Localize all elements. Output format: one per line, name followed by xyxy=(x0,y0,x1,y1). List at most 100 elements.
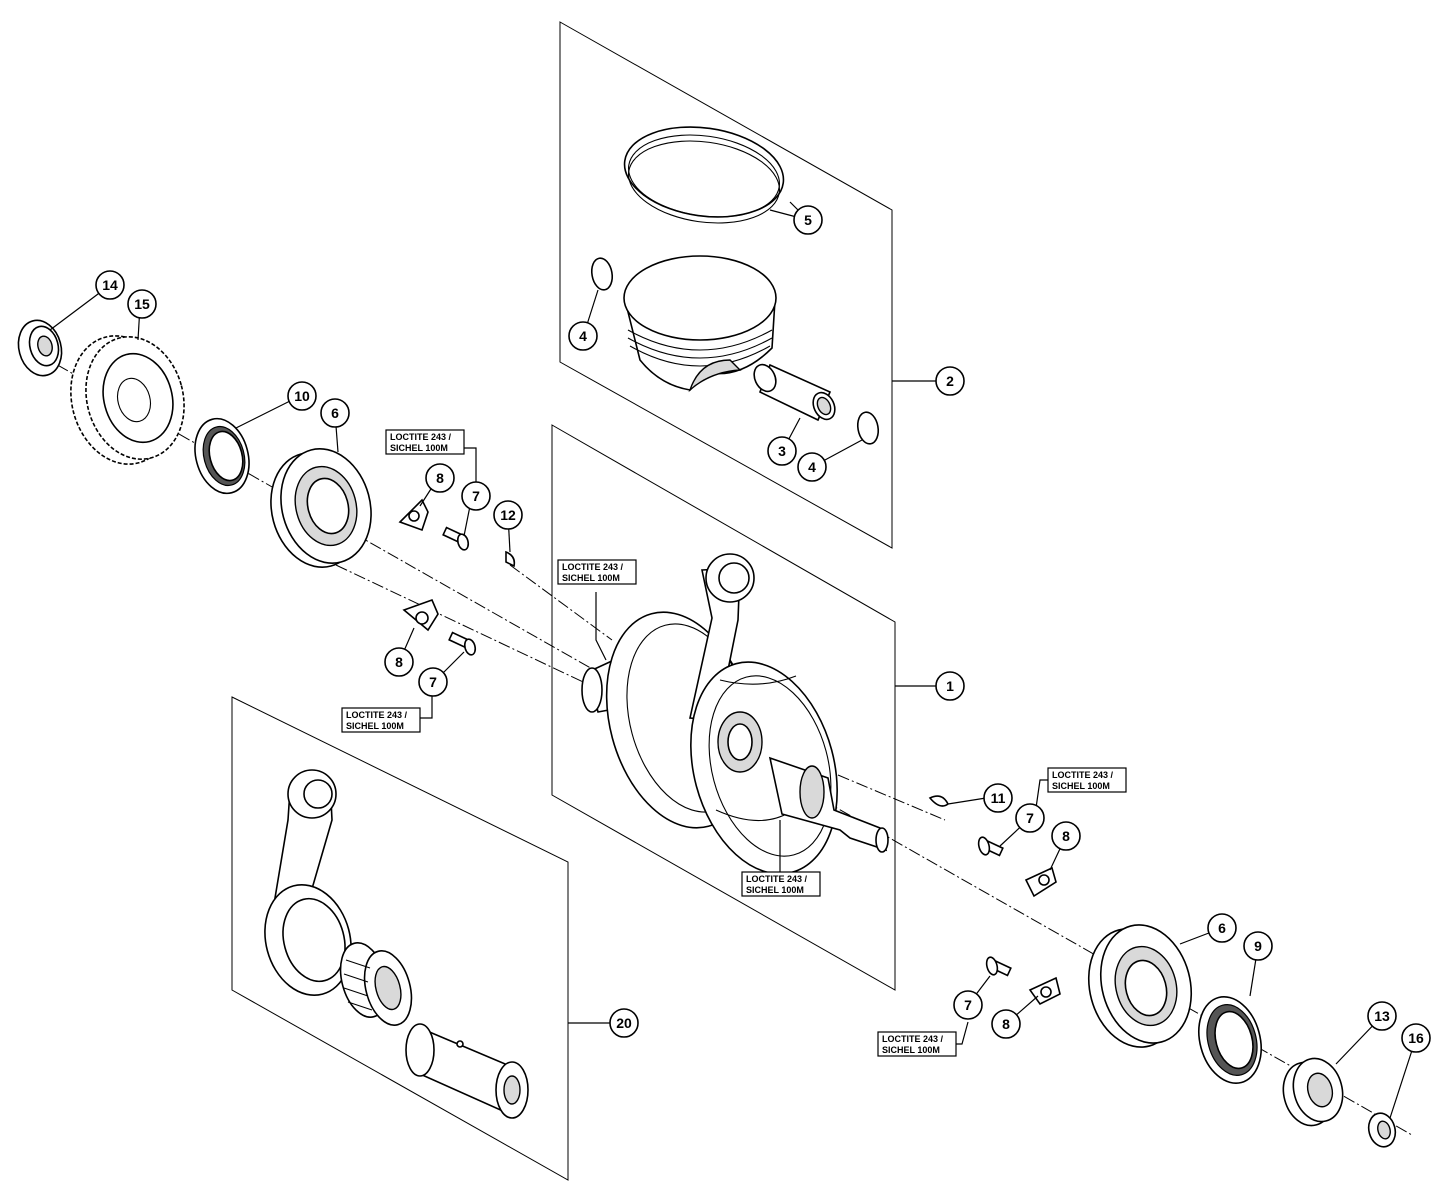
callout-4-lower: 4 xyxy=(797,452,827,482)
loctite-note-right-lower: LOCTITE 243 / SICHEL 100M xyxy=(877,1031,957,1057)
nut-13-part xyxy=(1282,1057,1344,1127)
lock-plate-8-upper-part xyxy=(398,498,429,532)
svg-text:1: 1 xyxy=(946,678,954,694)
callout-14: 14 xyxy=(95,270,125,300)
nut-16-part xyxy=(1367,1112,1397,1148)
callout-15: 15 xyxy=(127,289,157,319)
right-key-axis-line xyxy=(837,774,946,821)
svg-text:10: 10 xyxy=(294,388,310,404)
callout-7-right-upper: 7 xyxy=(1015,803,1045,833)
callout-7-lower-left: 7 xyxy=(418,667,448,697)
loctite-note-crank-left: LOCTITE 243 / SICHEL 100M xyxy=(557,559,637,585)
callout-12: 12 xyxy=(493,500,523,530)
svg-text:8: 8 xyxy=(395,654,403,670)
piston-part xyxy=(623,255,777,393)
svg-text:7: 7 xyxy=(964,997,972,1013)
screw-7-right-upper-part xyxy=(977,836,1004,857)
svg-text:8: 8 xyxy=(1062,828,1070,844)
svg-text:LOCTITE 243 /: LOCTITE 243 / xyxy=(562,562,624,572)
conrod-group-frame xyxy=(231,696,569,1181)
svg-text:9: 9 xyxy=(1254,938,1262,954)
bearing-6-left-part xyxy=(270,448,372,568)
callout-3: 3 xyxy=(767,436,797,466)
svg-text:SICHEL 100M: SICHEL 100M xyxy=(562,573,620,583)
lock-plate-8-lower-part xyxy=(402,598,439,632)
key-12-part xyxy=(505,550,516,568)
callout-10: 10 xyxy=(287,381,317,411)
svg-text:SICHEL 100M: SICHEL 100M xyxy=(882,1045,940,1055)
svg-text:LOCTITE 243 /: LOCTITE 243 / xyxy=(882,1034,944,1044)
screw-7-upper-part xyxy=(442,526,470,551)
piston-pin-3-part xyxy=(753,363,836,422)
svg-text:16: 16 xyxy=(1408,1030,1424,1046)
svg-text:12: 12 xyxy=(500,507,516,523)
loctite-note-upper-left: LOCTITE 243 / SICHEL 100M xyxy=(385,429,465,455)
callout-11: 11 xyxy=(983,783,1013,813)
piston-group-frame xyxy=(559,21,893,549)
seal-9-part xyxy=(1198,995,1262,1085)
callout-2: 2 xyxy=(935,366,965,396)
svg-text:20: 20 xyxy=(616,1015,632,1031)
svg-text:7: 7 xyxy=(472,488,480,504)
svg-text:14: 14 xyxy=(102,277,118,293)
callout-5: 5 xyxy=(793,205,823,235)
svg-text:7: 7 xyxy=(1026,810,1034,826)
gear-15-part xyxy=(70,335,185,465)
svg-text:SICHEL 100M: SICHEL 100M xyxy=(390,443,448,453)
crankshaft-1-part xyxy=(581,553,889,875)
callout-8-upper-left: 8 xyxy=(425,463,455,493)
lower-axis-line xyxy=(299,547,601,691)
svg-text:11: 11 xyxy=(991,790,1006,806)
piston-rings-5-part xyxy=(623,126,785,224)
callout-13: 13 xyxy=(1367,1001,1397,1031)
svg-text:7: 7 xyxy=(429,674,437,690)
callout-7-upper-left: 7 xyxy=(461,481,491,511)
callout-20: 20 xyxy=(609,1008,639,1038)
svg-text:LOCTITE 243 /: LOCTITE 243 / xyxy=(390,432,452,442)
loctite-note-right-upper: LOCTITE 243 / SICHEL 100M xyxy=(1047,767,1127,793)
svg-text:4: 4 xyxy=(579,328,587,344)
loctite-note-lower-left: LOCTITE 243 / SICHEL 100M xyxy=(341,707,421,733)
conrod-kit-20-part xyxy=(264,769,529,1119)
circlip-4-upper-part xyxy=(590,257,614,291)
svg-text:SICHEL 100M: SICHEL 100M xyxy=(1052,781,1110,791)
callout-9: 9 xyxy=(1243,931,1273,961)
svg-text:15: 15 xyxy=(134,296,150,312)
svg-text:6: 6 xyxy=(1218,920,1226,936)
callout-8-right-upper: 8 xyxy=(1051,821,1081,851)
circlip-4-lower-part xyxy=(856,411,880,445)
screw-7-right-lower-part xyxy=(985,956,1012,977)
svg-text:5: 5 xyxy=(804,212,812,228)
svg-text:LOCTITE 243 /: LOCTITE 243 / xyxy=(1052,770,1114,780)
svg-text:3: 3 xyxy=(778,443,786,459)
key-axis-line xyxy=(509,564,613,641)
callout-7-right-lower: 7 xyxy=(953,990,983,1020)
loctite-note-crank-right: LOCTITE 243 / SICHEL 100M xyxy=(741,871,821,897)
svg-text:8: 8 xyxy=(436,470,444,486)
svg-text:13: 13 xyxy=(1374,1008,1390,1024)
crankshaft-group-frame xyxy=(551,424,896,991)
svg-text:4: 4 xyxy=(808,459,816,475)
svg-text:2: 2 xyxy=(946,373,954,389)
svg-text:SICHEL 100M: SICHEL 100M xyxy=(746,885,804,895)
svg-text:LOCTITE 243 /: LOCTITE 243 / xyxy=(346,710,408,720)
callout-6-right: 6 xyxy=(1207,913,1237,943)
lock-plate-8-right-lower-part xyxy=(1028,976,1061,1006)
svg-text:6: 6 xyxy=(331,405,339,421)
callout-6-left: 6 xyxy=(320,398,350,428)
svg-text:LOCTITE 243 /: LOCTITE 243 / xyxy=(746,874,808,884)
lock-plate-8-right-upper-part xyxy=(1024,866,1057,898)
bearing-6-right-part xyxy=(1087,924,1193,1048)
callout-1: 1 xyxy=(935,671,965,701)
nut-14-part xyxy=(17,319,63,377)
callout-4-upper: 4 xyxy=(568,321,598,351)
callout-8-lower-left: 8 xyxy=(384,647,414,677)
screw-7-lower-part xyxy=(448,631,477,656)
callout-16: 16 xyxy=(1401,1023,1431,1053)
svg-text:SICHEL 100M: SICHEL 100M xyxy=(346,721,404,731)
callout-8-right-lower: 8 xyxy=(991,1009,1021,1039)
seal-10-part xyxy=(194,417,250,495)
key-11-part xyxy=(928,795,950,807)
svg-text:8: 8 xyxy=(1002,1016,1010,1032)
